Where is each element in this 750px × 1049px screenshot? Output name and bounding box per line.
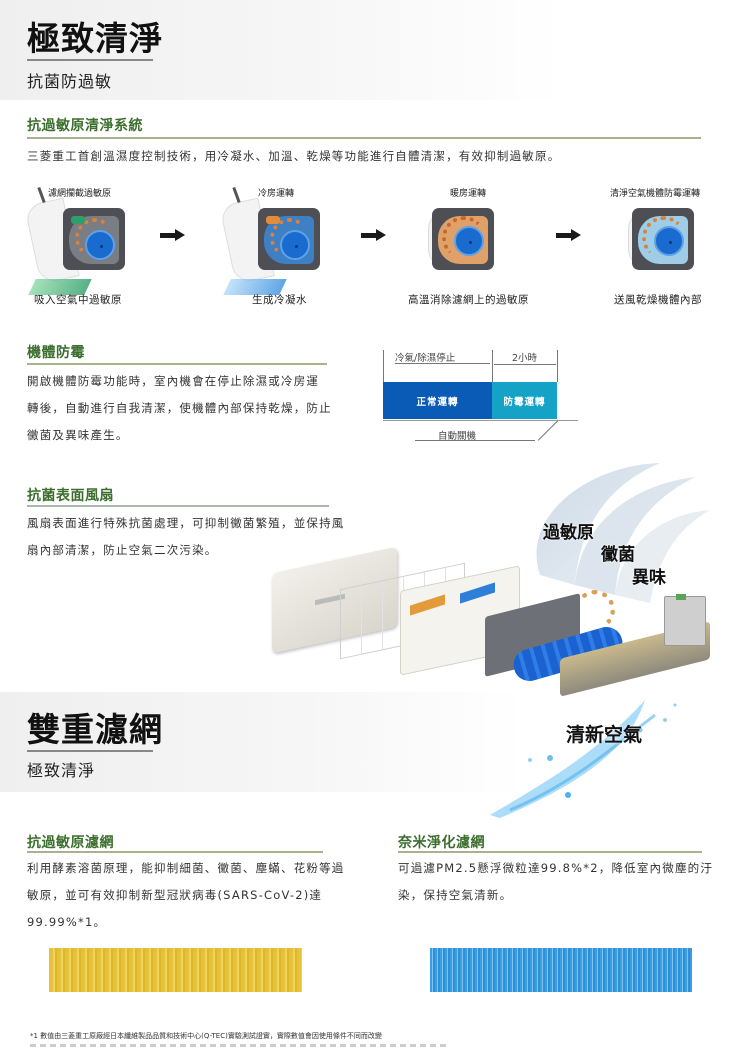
duration-label: 2小時: [512, 353, 538, 364]
mold-operation-bar: 防霉運轉: [492, 382, 557, 419]
hero-title: 雙重濾網: [27, 710, 163, 749]
body-line: 風扇表面進行特殊抗菌處理，可抑制黴菌繁殖，並保持風: [27, 516, 345, 530]
section-heading-allergy-filter: 抗過敏原濾網: [27, 835, 114, 851]
stop-label: 冷氣/除濕停止: [395, 353, 456, 364]
airflow-arrow-icon: [38, 187, 46, 209]
body-line: 99.99%*1。: [27, 915, 107, 929]
body-line: 可過濾PM2.5懸浮微粒達99.8%*2，降低室內微塵的汙: [398, 861, 714, 875]
hero-divider: [27, 750, 153, 752]
step-label: 清淨空氣機體防霉運轉: [610, 189, 701, 199]
body-line: 轉後，自動進行自我清潔，使機體內部保持乾燥，防止: [27, 401, 332, 415]
swirl-label-mold: 黴菌: [601, 545, 635, 565]
fresh-air-label: 清新空氣: [566, 724, 643, 746]
normal-operation-bar: 正常運轉: [383, 382, 492, 419]
air-swirl-graphic: [536, 463, 710, 603]
hero-title: 極致清淨: [27, 19, 163, 58]
process-step-1: 濾網攔截過敏原: [20, 183, 140, 303]
control-box: [664, 596, 706, 646]
hero-subtitle: 極致清淨: [27, 761, 96, 780]
unit-cross-section-icon: [63, 208, 125, 270]
footnote: *1 數值由三菱重工原廠經日本纖維製品品質和技術中心(Q-TEC)實驗測試證實，…: [30, 1032, 382, 1040]
right-arrow-icon: [361, 229, 387, 241]
circuit-board: [676, 594, 686, 600]
body-line: 利用酵素溶菌原理，能抑制細菌、黴菌、塵蟎、花粉等過: [27, 861, 345, 875]
section-divider: [27, 851, 323, 853]
body-line: 扇內部清潔，防止空氣二次污染。: [27, 543, 218, 557]
section-divider: [398, 851, 702, 853]
unit-cross-section-icon: [432, 208, 494, 270]
step-caption: 吸入空氣中過敏原: [34, 294, 122, 306]
section-body-system: 三菱重工首創溫濕度控制技術，用冷凝水、加溫、乾燥等功能進行自體清潔，有效抑制過敏…: [27, 149, 561, 163]
right-arrow-icon: [160, 229, 186, 241]
section-heading-mold: 機體防霉: [27, 345, 85, 361]
section-heading-system: 抗過敏原清淨系統: [27, 118, 143, 134]
process-step-3: 暖房運轉: [420, 183, 540, 303]
airflow-arrow-icon: [233, 187, 241, 209]
step-caption: 高溫消除濾網上的過敏原: [408, 294, 529, 306]
hero-divider: [27, 59, 153, 61]
unit-cross-section-icon: [632, 208, 694, 270]
section-divider: [27, 363, 327, 365]
unit-cross-section-icon: [258, 208, 320, 270]
step-caption: 送風乾燥機體內部: [614, 294, 702, 306]
hero-banner-filters: [0, 692, 750, 792]
hero-subtitle: 抗菌防過敏: [27, 72, 113, 91]
section-divider: [27, 137, 701, 139]
swirl-label-odor: 異味: [632, 568, 666, 588]
step-label: 濾網攔截過敏原: [48, 189, 112, 199]
section-heading-nano-filter: 奈米淨化濾網: [398, 835, 485, 851]
step-label: 暖房運轉: [450, 189, 487, 199]
section-body-fan: 風扇表面進行特殊抗菌處理，可抑制黴菌繁殖，並保持風 扇內部清潔，防止空氣二次污染…: [27, 510, 345, 564]
section-body-mold: 開啟機體防霉功能時，室內機會在停止除濕或冷房運 轉後，自動進行自我清潔，使機體內…: [27, 368, 332, 449]
swirl-label-allergen: 過敏原: [543, 523, 594, 543]
fresh-air-stream-graphic: [490, 700, 677, 818]
body-line: 染，保持空氣清新。: [398, 888, 513, 902]
auto-off-label: 自動關機: [438, 431, 477, 442]
section-heading-fan: 抗菌表面風扇: [27, 488, 114, 504]
process-step-2: 冷房運轉: [215, 183, 335, 303]
section-divider: [27, 505, 329, 507]
hero-banner-top: [0, 0, 750, 100]
nano-filter-image: [430, 948, 692, 992]
body-line: 黴菌及異味產生。: [27, 428, 129, 442]
body-line: 敏原，並可有效抑制新型冠狀病毒(SARS-CoV-2)達: [27, 888, 323, 902]
right-arrow-icon: [556, 229, 582, 241]
body-line: 開啟機體防霉功能時，室內機會在停止除濕或冷房運: [27, 374, 320, 388]
section-body-nano-filter: 可過濾PM2.5懸浮微粒達99.8%*2，降低室內微塵的汙 染，保持空氣清新。: [398, 855, 713, 909]
footnote-continuation: [30, 1044, 450, 1047]
duration-arrow-icon: [494, 364, 556, 365]
step-caption: 生成冷凝水: [252, 294, 307, 306]
section-body-allergy-filter: 利用酵素溶菌原理，能抑制細菌、黴菌、塵蟎、花粉等過 敏原，並可有效抑制新型冠狀病…: [27, 855, 345, 936]
coil-dots: [575, 590, 615, 630]
step-label: 冷房運轉: [258, 189, 295, 199]
allergy-filter-image: [49, 948, 302, 992]
process-step-4: 清淨空氣機體防霉運轉: [610, 183, 740, 303]
